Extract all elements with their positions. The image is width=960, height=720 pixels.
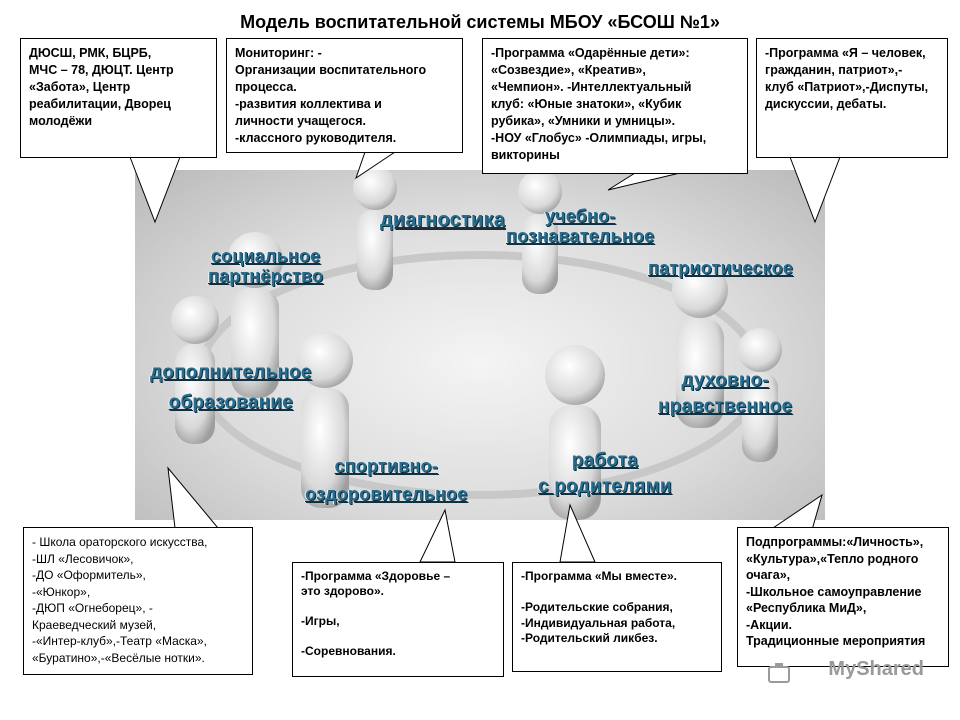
figure-group — [171, 166, 782, 520]
label-diagnostics: диагностика — [380, 209, 506, 231]
watermark-text: MyShared — [828, 658, 924, 680]
callout-monitoring: Мониторинг: - Организации воспитательног… — [226, 38, 463, 153]
people-circle-illustration — [171, 166, 782, 520]
callout-extra-education: - Школа ораторского искусства, -ШЛ «Лесо… — [23, 527, 253, 675]
label-spiritual: духовно- нравственное — [658, 370, 793, 417]
label-additional: дополнительное образование — [150, 362, 312, 413]
callout-health: -Программа «Здоровье – это здорово». -Иг… — [292, 562, 504, 677]
page-title: Модель воспитательной системы МБОУ «БСОШ… — [240, 12, 720, 32]
label-patriotic: патриотическое — [648, 258, 793, 278]
watermark-logo-icon — [768, 663, 790, 683]
label-parents-work: работа с родителями — [538, 450, 672, 497]
callout-gifted: -Программа «Одарённые дети»: «Созвездие»… — [482, 38, 748, 174]
label-social: социальное партнёрство — [208, 246, 324, 286]
callout-patriot: -Программа «Я – человек, гражданин, патр… — [756, 38, 948, 158]
callout-parents: -Программа «Мы вместе». -Родительские со… — [512, 562, 722, 672]
figures-scene — [135, 166, 825, 520]
label-sports: спортивно- оздоровительное — [305, 456, 468, 504]
label-educational: учебно- познавательное — [506, 206, 655, 246]
callout-partners: ДЮСШ, РМК, БЦРБ, МЧС – 78, ДЮЦТ. Центр «… — [20, 38, 217, 158]
callout-spiritual: Подпрограммы:«Личность», «Культура»,«Теп… — [737, 527, 949, 667]
